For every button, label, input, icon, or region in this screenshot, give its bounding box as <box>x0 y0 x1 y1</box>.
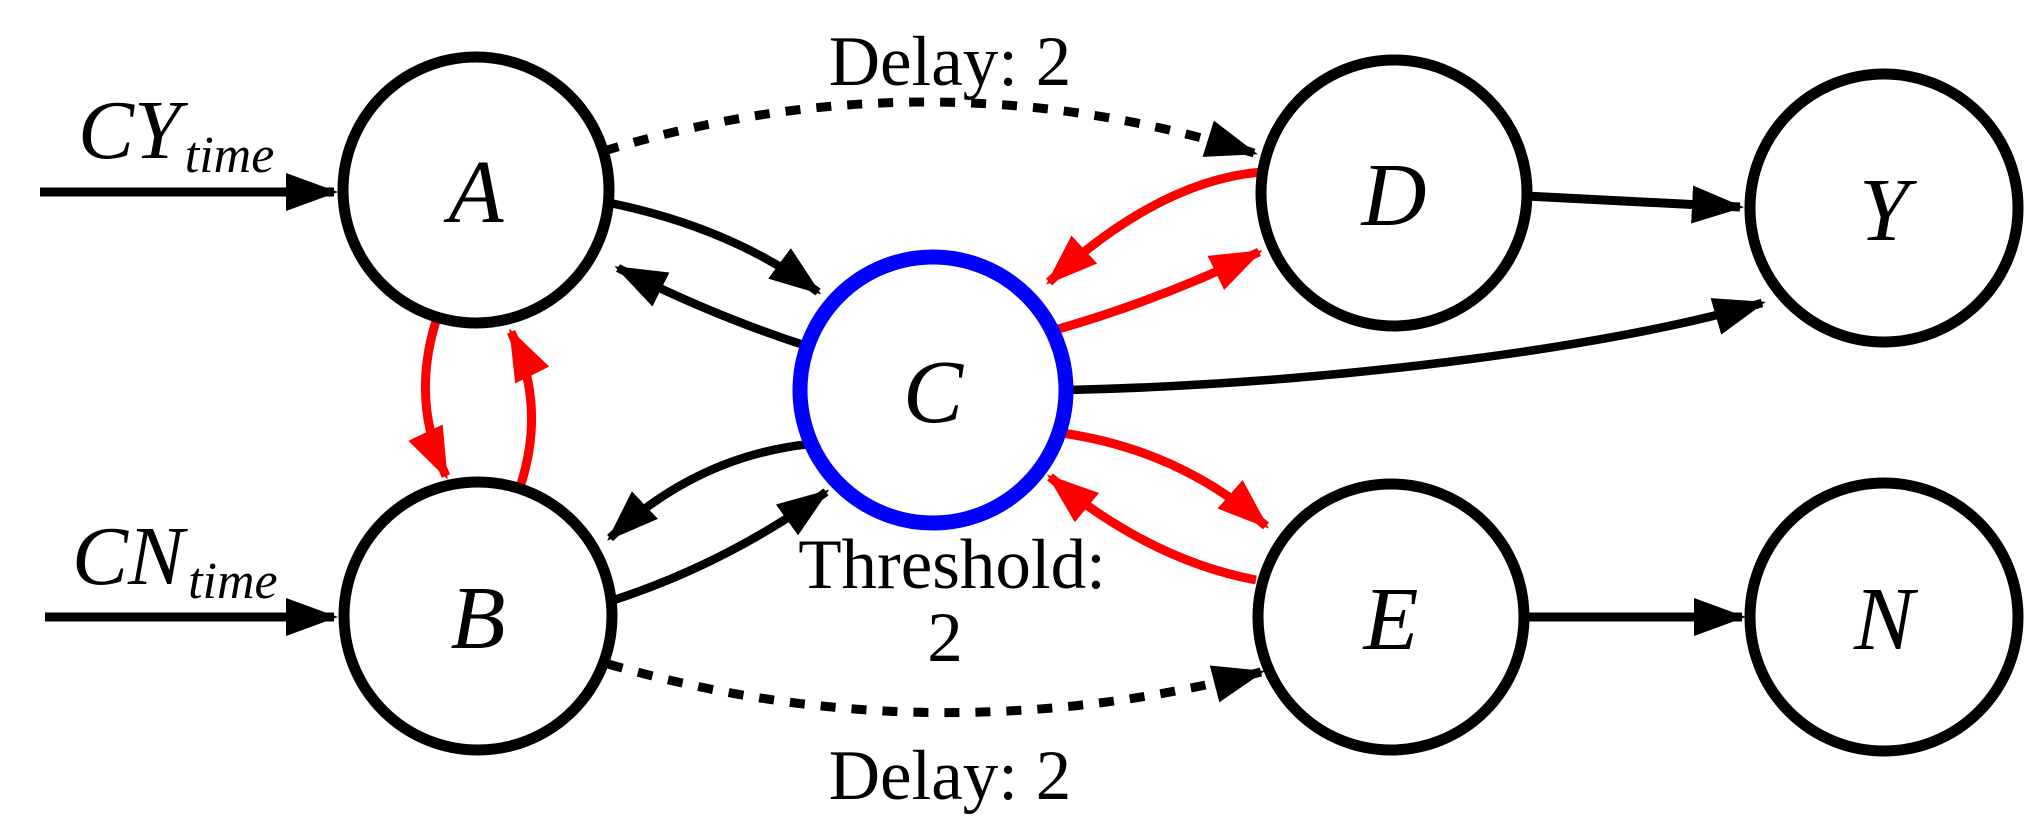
edge-b-to-a-red <box>506 328 550 489</box>
edge-b-to-c <box>612 488 830 605</box>
edge-c-to-d-red <box>1053 247 1263 335</box>
node-y-label: Y <box>1859 161 1918 260</box>
edge-c-to-y <box>1067 298 1766 395</box>
node-b-circle <box>338 476 618 756</box>
node-c-label: C <box>903 343 964 442</box>
edge-d-to-y <box>1525 185 1744 224</box>
edge-a-to-c <box>609 198 822 296</box>
edge-c-to-a <box>614 264 812 352</box>
node-d-circle <box>1255 54 1533 332</box>
node-y-circle <box>1744 68 2024 348</box>
node-c-circle-highlighted <box>792 249 1074 531</box>
node-e-circle <box>1252 478 1530 756</box>
node-n-circle <box>1744 477 2024 757</box>
edge-c-to-b <box>607 439 811 542</box>
delay-label-bottom: Delay: 2 <box>829 737 1072 815</box>
node-n-label: N <box>1853 570 1919 669</box>
input-cy-label: CY time <box>78 84 274 184</box>
input-cn-subscript: time <box>188 553 278 610</box>
delay-label-top: Delay: 2 <box>829 23 1072 101</box>
input-cn-label: CN time <box>72 510 278 610</box>
edge-a-to-b-red <box>408 316 451 480</box>
threshold-label-line2: 2 <box>927 599 963 677</box>
edge-a-to-d-dashed <box>602 97 1258 158</box>
input-cy-subscript: time <box>185 127 275 184</box>
node-e-label: E <box>1362 570 1419 669</box>
node-a-circle <box>337 51 615 329</box>
node-b-label: B <box>451 569 506 668</box>
input-cy-base: CY <box>78 84 189 177</box>
node-d-label: D <box>1360 146 1427 245</box>
node-a-label: A <box>444 143 505 242</box>
edge-c-to-e-red <box>1061 428 1269 530</box>
edge-d-to-c-red <box>1045 167 1263 286</box>
edge-b-to-e-dashed <box>606 659 1265 718</box>
threshold-label-line1: Threshold: <box>798 526 1106 604</box>
edge-e-to-c-red <box>1046 473 1257 585</box>
input-cn-base: CN <box>72 510 188 603</box>
